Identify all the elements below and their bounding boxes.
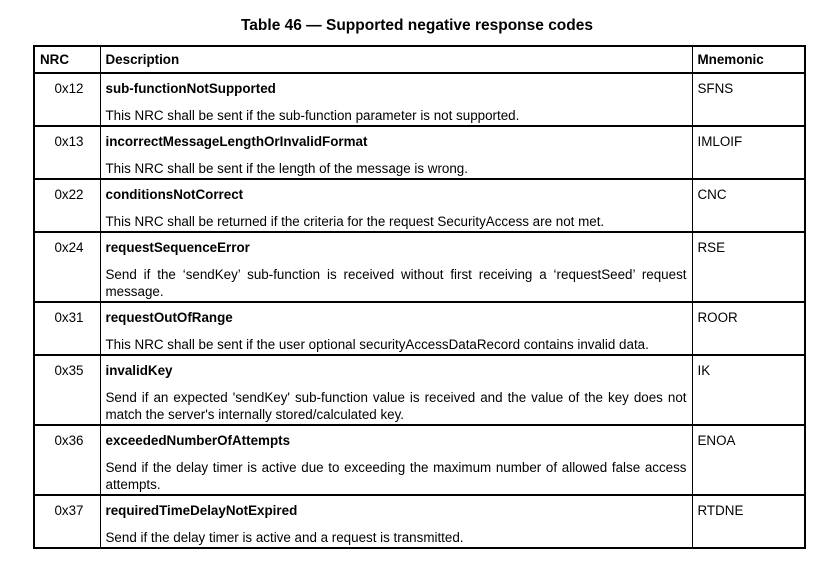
nrc-description: This NRC shall be sent if the length of … bbox=[105, 161, 468, 176]
nrc-name: incorrectMessageLengthOrInvalidFormat bbox=[105, 134, 368, 149]
table-header-row: NRC Description Mnemonic bbox=[33, 45, 806, 74]
nrc-description: Send if the delay timer is active due to… bbox=[105, 460, 687, 492]
nrc-name: requiredTimeDelayNotExpired bbox=[105, 503, 298, 518]
description-cell: requestSequenceError Send if the ‘sendKe… bbox=[99, 231, 693, 303]
nrc-name: exceededNumberOfAttempts bbox=[105, 433, 291, 448]
nrc-code: 0x36 bbox=[33, 424, 101, 496]
nrc-mnemonic: ROOR bbox=[691, 301, 806, 356]
table-row: 0x13 incorrectMessageLengthOrInvalidForm… bbox=[33, 125, 806, 180]
nrc-mnemonic: RTDNE bbox=[691, 494, 806, 549]
nrc-code: 0x37 bbox=[33, 494, 101, 549]
nrc-name: requestOutOfRange bbox=[105, 310, 233, 325]
nrc-code: 0x22 bbox=[33, 178, 101, 233]
nrc-code: 0x13 bbox=[33, 125, 101, 180]
description-cell: invalidKey Send if an expected 'sendKey'… bbox=[99, 354, 693, 426]
nrc-code: 0x12 bbox=[33, 73, 101, 127]
nrc-mnemonic: IK bbox=[691, 354, 806, 426]
header-description: Description bbox=[99, 45, 693, 74]
description-cell: sub-functionNotSupported This NRC shall … bbox=[99, 73, 693, 127]
header-nrc: NRC bbox=[33, 45, 101, 74]
nrc-mnemonic: RSE bbox=[691, 231, 806, 303]
nrc-description: Send if the ‘sendKey’ sub-function is re… bbox=[105, 267, 687, 299]
nrc-mnemonic: CNC bbox=[691, 178, 806, 233]
table-row: 0x24 requestSequenceError Send if the ‘s… bbox=[33, 231, 806, 303]
table-caption: Table 46 — Supported negative response c… bbox=[240, 17, 593, 34]
nrc-name: conditionsNotCorrect bbox=[105, 187, 244, 202]
table-row: 0x35 invalidKey Send if an expected 'sen… bbox=[33, 354, 806, 426]
description-cell: requiredTimeDelayNotExpired Send if the … bbox=[99, 494, 693, 549]
nrc-name: invalidKey bbox=[105, 363, 173, 378]
description-cell: requestOutOfRange This NRC shall be sent… bbox=[99, 301, 693, 356]
description-cell: incorrectMessageLengthOrInvalidFormat Th… bbox=[99, 125, 693, 180]
nrc-code: 0x35 bbox=[33, 354, 101, 426]
table-row: 0x22 conditionsNotCorrect This NRC shall… bbox=[33, 178, 806, 233]
nrc-code: 0x31 bbox=[33, 301, 101, 356]
table-row: 0x36 exceededNumberOfAttempts Send if th… bbox=[33, 424, 806, 496]
nrc-mnemonic: SFNS bbox=[691, 73, 806, 127]
description-cell: conditionsNotCorrect This NRC shall be r… bbox=[99, 178, 693, 233]
nrc-name: sub-functionNotSupported bbox=[105, 81, 276, 96]
nrc-description: Send if the delay timer is active and a … bbox=[105, 530, 464, 545]
table-row: 0x37 requiredTimeDelayNotExpired Send if… bbox=[33, 494, 806, 549]
nrc-mnemonic: ENOA bbox=[691, 424, 806, 496]
table-row: 0x31 requestOutOfRange This NRC shall be… bbox=[33, 301, 806, 356]
nrc-mnemonic: IMLOIF bbox=[691, 125, 806, 180]
nrc-description: This NRC shall be sent if the sub-functi… bbox=[105, 108, 520, 123]
nrc-description: This NRC shall be sent if the user optio… bbox=[105, 337, 649, 352]
table-row: 0x12 sub-functionNotSupported This NRC s… bbox=[33, 73, 806, 127]
description-cell: exceededNumberOfAttempts Send if the del… bbox=[99, 424, 693, 496]
header-mnemonic: Mnemonic bbox=[691, 45, 806, 74]
nrc-table: NRC Description Mnemonic 0x12 sub-functi… bbox=[33, 45, 806, 549]
nrc-name: requestSequenceError bbox=[105, 240, 250, 255]
nrc-code: 0x24 bbox=[33, 231, 101, 303]
nrc-description: This NRC shall be returned if the criter… bbox=[105, 214, 605, 229]
nrc-description: Send if an expected 'sendKey' sub-functi… bbox=[105, 390, 687, 422]
